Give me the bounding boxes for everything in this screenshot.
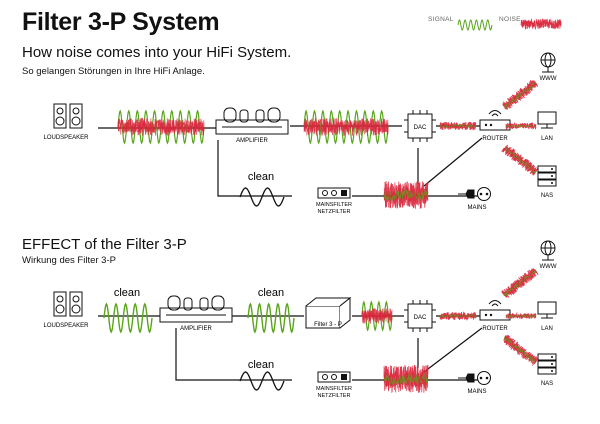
section2-lan-noise (505, 311, 537, 320)
section2-lan-label: LAN (541, 326, 553, 332)
loudspeaker-icon (53, 103, 83, 129)
section2-nas-label: NAS (541, 381, 553, 387)
section2-www-label: WWW (540, 264, 557, 270)
section1-subheading: So gelangen Störungen in Ihre HiFi Anlag… (22, 66, 205, 77)
section2-dac-label: DAC (414, 315, 427, 321)
section1-netzfilter-label: NETZFILTER (318, 209, 351, 215)
section1-dac-icon (404, 110, 436, 142)
section2-clean-signal-3 (239, 371, 285, 391)
section2-noisy-signal-3 (383, 364, 429, 394)
section1-www-label: WWW (540, 76, 557, 82)
section2-dac-icon (404, 300, 436, 332)
section2-www-noise (501, 268, 539, 298)
section2-mains-label: MAINS (467, 389, 486, 395)
section1-nas-label: NAS (541, 193, 553, 199)
section1-mains-label: MAINS (467, 205, 486, 211)
section2-amplifier-label: AMPLIFIER (180, 326, 212, 332)
section2-mainsfilter-icon (317, 371, 351, 383)
section1-noisy-signal-4 (383, 181, 429, 209)
section2-amplifier-icon (159, 295, 233, 323)
section2-heading: EFFECT of the Filter 3-P (22, 236, 187, 253)
section2-subheading: Wirkung des Filter 3-P (22, 255, 116, 266)
section2-nas-noise (503, 334, 538, 366)
section1-nas-noise (501, 144, 539, 176)
section2-www-icon (540, 240, 556, 261)
section1-lan-icon (537, 111, 557, 129)
section1-router-label: ROUTER (482, 136, 508, 142)
section1-clean-signal (239, 187, 285, 207)
section2-loudspeaker-label: LOUDSPEAKER (43, 323, 89, 329)
section1-noisy-signal-1 (117, 109, 205, 145)
section1-noisy-signal-3 (439, 121, 477, 131)
section1-mainsfilter-icon (317, 187, 351, 199)
section1-noisy-signal-2 (303, 109, 389, 145)
section1-lan-noise (505, 122, 537, 130)
section2-filter-label: Filter 3 - P (314, 322, 342, 328)
legend-noise-label: NOISE (499, 16, 521, 23)
section2-lan-icon (537, 301, 557, 319)
section1-loudspeaker-label: LOUDSPEAKER (43, 135, 89, 141)
section2-mainsfilter-label: MAINSFILTER (316, 386, 352, 392)
section2-nas-icon (537, 353, 557, 375)
legend-signal-swatch (457, 19, 493, 31)
section2-noisy-signal-2 (439, 311, 477, 322)
amplifier-icon (215, 107, 289, 135)
section2-router-label: ROUTER (482, 326, 508, 332)
legend-noise-swatch (520, 17, 562, 30)
section1-clean-label: clean (248, 171, 274, 183)
legend-signal-label: SIGNAL (428, 16, 454, 23)
section1-www-noise (502, 79, 539, 111)
section1-mains-icon (458, 187, 491, 201)
section2-clean-label-2: clean (258, 287, 284, 299)
section2-mains-icon (458, 371, 491, 385)
section2-clean-label-3: clean (248, 359, 274, 371)
section1-nas-icon (537, 165, 557, 187)
section2-clean-signal-2 (247, 302, 295, 334)
section2-loudspeaker-icon (53, 291, 83, 317)
filter-3p-icon (305, 296, 352, 329)
section1-dac-label: DAC (414, 125, 427, 131)
section1-lan-label: LAN (541, 136, 553, 142)
section2-clean-signal-1 (103, 302, 153, 334)
section2-clean-label-1: clean (114, 287, 140, 299)
section1-heading: How noise comes into your HiFi System. (22, 44, 292, 61)
section1-www-icon (540, 52, 556, 73)
section2-noisy-signal-1 (361, 300, 393, 332)
section1-amplifier-label: AMPLIFIER (236, 138, 268, 144)
section2-router-icon (479, 300, 511, 321)
section1-router-icon (479, 110, 511, 131)
page-title: Filter 3-P System (22, 8, 220, 36)
section2-netzfilter-label: NETZFILTER (318, 393, 351, 399)
section1-mainsfilter-label: MAINSFILTER (316, 202, 352, 208)
